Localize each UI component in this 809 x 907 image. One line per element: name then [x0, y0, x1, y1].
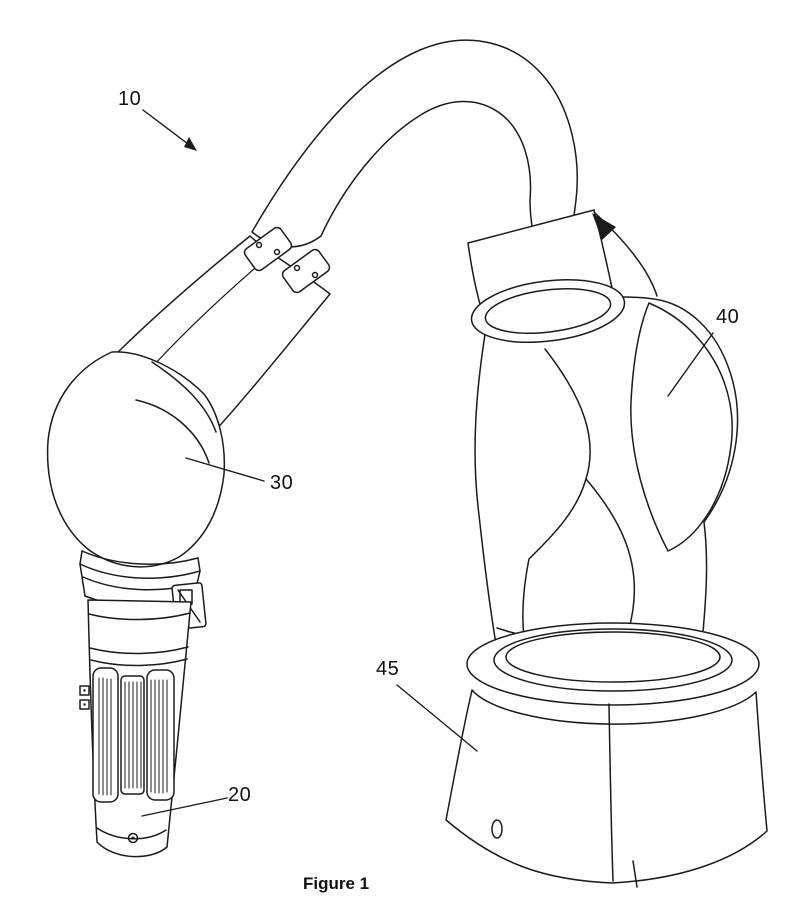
ref-label-40: 40	[716, 306, 740, 328]
ref-label-10: 10	[118, 88, 142, 110]
ref-label-30: 30	[270, 472, 294, 494]
label-10-arrowhead-icon	[184, 137, 197, 151]
robot-gripper	[79, 599, 192, 858]
label-10-leader-line	[142, 109, 193, 148]
figure-caption: Figure 1	[303, 874, 370, 893]
label-40-leader-line	[667, 332, 714, 397]
robot-clamp-joint	[243, 226, 331, 294]
robot-upper-arm	[470, 279, 739, 655]
ref-label-45: 45	[376, 658, 400, 680]
ref-label-20: 20	[228, 784, 252, 806]
reference-leaders	[141, 109, 714, 817]
robot-shoulder	[46, 351, 226, 568]
label-30-leader-line	[185, 457, 265, 482]
label-45-leader-line	[396, 684, 478, 752]
label-20-leader-line	[141, 797, 228, 817]
robot-base	[445, 622, 768, 888]
